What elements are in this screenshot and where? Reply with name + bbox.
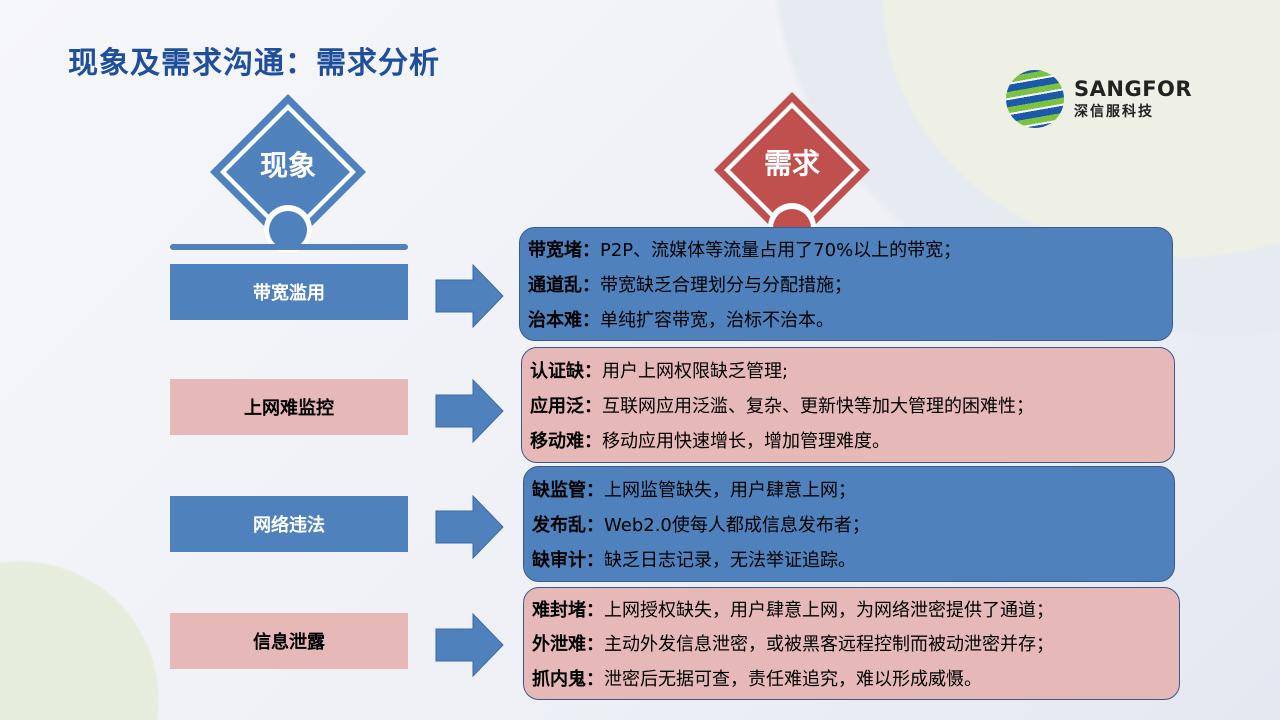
requirement-line: 应用泛：互联网应用泛滥、复杂、更新快等加大管理的困难性； (530, 395, 1034, 417)
right-arrow-icon (435, 613, 504, 677)
sangfor-logo: SANGFOR 深信服科技 (1006, 70, 1192, 128)
right-arrow-icon (435, 264, 504, 328)
right-arrow-icon (435, 495, 504, 559)
requirement-box-illegal: 缺监管：上网监管缺失，用户肆意上网； 发布乱：Web2.0使每人都成信息发布者；… (523, 466, 1175, 582)
phenomenon-info-leak: 信息泄露 (170, 613, 408, 669)
requirement-line: 抓内鬼：泄密后无据可查，责任难追究，难以形成威慑。 (532, 668, 982, 690)
phenomenon-bandwidth-abuse: 带宽滥用 (170, 264, 408, 320)
phenomenon-header: 现象 (259, 149, 316, 182)
requirement-line: 难封堵：上网授权缺失，用户肆意上网，为网络泄密提供了通道； (532, 600, 1054, 622)
requirement-box-monitoring: 认证缺：用户上网权限缺乏管理; 应用泛：互联网应用泛滥、复杂、更新快等加大管理的… (521, 347, 1175, 463)
requirement-line: 认证缺：用户上网权限缺乏管理; (530, 360, 789, 382)
requirement-line: 通道乱：带宽缺乏合理划分与分配措施； (528, 274, 852, 296)
requirement-box-leak: 难封堵：上网授权缺失，用户肆意上网，为网络泄密提供了通道； 外泄难：主动外发信息… (523, 587, 1180, 700)
requirement-line: 发布乱：Web2.0使每人都成信息发布者； (532, 514, 870, 536)
requirement-diamond: 需求 (712, 90, 872, 250)
phenomenon-diamond: 现象 (208, 92, 368, 252)
page-title: 现象及需求沟通：需求分析 (68, 46, 440, 81)
requirement-box-bandwidth: 带宽堵：P2P、流媒体等流量占用了70%以上的带宽； 通道乱：带宽缺乏合理划分与… (519, 227, 1173, 341)
requirement-line: 缺审计：缺乏日志记录，无法举证追踪。 (532, 550, 856, 572)
logo-en: SANGFOR (1074, 77, 1193, 101)
requirement-line: 缺监管：上网监管缺失，用户肆意上网； (532, 479, 856, 501)
divider (170, 244, 408, 250)
requirement-line: 移动难：移动应用快速增长，增加管理难度。 (530, 431, 890, 453)
requirement-line: 带宽堵：P2P、流媒体等流量占用了70%以上的带宽； (528, 240, 962, 262)
phenomenon-hard-to-monitor: 上网难监控 (170, 379, 408, 435)
logo-cn: 深信服科技 (1074, 104, 1154, 120)
right-arrow-icon (435, 379, 504, 443)
requirement-line: 治本难：单纯扩容带宽，治标不治本。 (528, 309, 834, 331)
phenomenon-illegal-network: 网络违法 (170, 496, 408, 552)
globe-logo-icon (1006, 70, 1064, 128)
requirement-line: 外泄难：主动外发信息泄密，或被黑客远程控制而被动泄密并存； (532, 634, 1054, 656)
requirement-header: 需求 (763, 147, 820, 180)
